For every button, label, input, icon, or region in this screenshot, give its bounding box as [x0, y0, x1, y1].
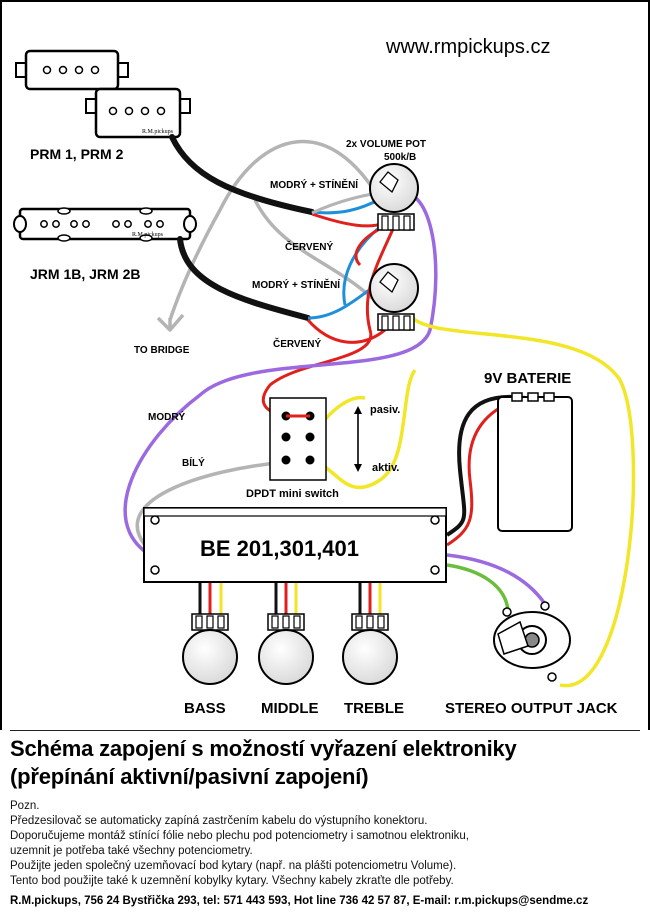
site-url[interactable]: www.rmpickups.cz: [385, 36, 550, 58]
stereo-jack: [493, 601, 571, 682]
wiring-diagram: www.rmpickups.cz R.M.pickups PRM 1, PRM …: [0, 0, 650, 730]
jack-purple-wire: [446, 553, 547, 605]
note-line: uzemnit je potřeba také všechny potencio…: [10, 845, 253, 857]
dpdt-switch: [269, 397, 327, 481]
brand-mark-jrm: R.M.pickups: [132, 232, 164, 238]
title-line-1: Schéma zapojení s možností vyřazení elek…: [10, 736, 517, 761]
battery: [497, 392, 573, 532]
volume-pot-1: [369, 163, 419, 231]
label-white: BÍLÝ: [182, 456, 205, 469]
bass-label: BASS: [184, 700, 226, 717]
red-switch-link: [354, 228, 379, 267]
preamp-module: [143, 507, 447, 583]
volume-pot-title-2: 500k/B: [384, 152, 416, 163]
jrm-cable: [177, 236, 311, 321]
battery-red-wire: [446, 395, 526, 547]
jack-green-wire: [446, 563, 510, 611]
pot2-red-wire: [306, 319, 386, 344]
note-line: Pozn.: [10, 800, 40, 812]
pot1-red-wire: [311, 212, 389, 228]
title-separator: [10, 730, 640, 731]
brand-mark-prm: R.M.pickups: [142, 129, 174, 135]
title-block: Schéma zapojení s možností vyřazení elek…: [10, 735, 640, 791]
grey-bridge-wire-2: [253, 199, 374, 300]
jrm-pickup: R.M.pickups: [13, 207, 197, 242]
label-blue-shield-2: MODRÝ + STÍNĚNÍ: [252, 278, 340, 291]
note-line: Doporučujeme montáž stínící fólie nebo p…: [10, 830, 469, 842]
purple-wire: [123, 191, 438, 557]
switch-active-label: aktiv.: [372, 462, 399, 474]
treble-pot: [342, 613, 398, 685]
outer-border: [0, 0, 650, 730]
white-wire: [135, 460, 287, 547]
notes: Pozn. Předzesilovač se automaticky zapín…: [10, 799, 640, 889]
note-line: Použijte jeden společný uzemňovací bod k…: [10, 860, 457, 872]
label-blue: MODRÝ: [148, 410, 186, 423]
pot2-blue-wire: [307, 286, 373, 320]
volume-pot-2: [369, 263, 419, 331]
label-red-1: ČERVENÝ: [285, 240, 333, 253]
footer-contact: R.M.pickups, 756 24 Bystřička 293, tel: …: [10, 895, 589, 907]
note-line: Předzesilovač se automaticky zapíná zast…: [10, 815, 428, 827]
preamp-label: BE 201,301,401: [200, 536, 359, 561]
battery-label: 9V BATERIE: [484, 370, 571, 387]
yellow-wire-switch-2: [317, 368, 417, 490]
to-bridge-arrow: [156, 313, 185, 332]
treble-label: TREBLE: [344, 700, 404, 717]
battery-black-wire: [445, 394, 516, 537]
title-line-2: (přepínání aktivní/pasivní zapojení): [10, 764, 369, 789]
prm-cable: [169, 134, 315, 215]
note-line: Tento bod použijte také k uzemnění kobyl…: [10, 875, 454, 887]
label-to-bridge: TO BRIDGE: [134, 345, 190, 356]
middle-label: MIDDLE: [261, 700, 319, 717]
yellow-wire-main: [408, 313, 636, 687]
bass-pot: [182, 613, 238, 685]
switch-label: DPDT mini switch: [246, 488, 339, 500]
jack-label: STEREO OUTPUT JACK: [445, 700, 618, 717]
switch-direction-arrow: [354, 406, 362, 472]
switch-passive-label: pasiv.: [370, 404, 400, 416]
prm-label: PRM 1, PRM 2: [30, 146, 124, 162]
label-blue-shield-1: MODRÝ + STÍNĚNÍ: [270, 178, 358, 191]
prm-pickup-1: [15, 49, 129, 91]
label-red-2: ČERVENÝ: [273, 337, 321, 350]
volume-pot-title-1: 2x VOLUME POT: [346, 139, 426, 150]
middle-pot: [258, 613, 314, 685]
jrm-label: JRM 1B, JRM 2B: [30, 266, 140, 282]
prm-pickup-2: R.M.pickups: [85, 87, 191, 139]
